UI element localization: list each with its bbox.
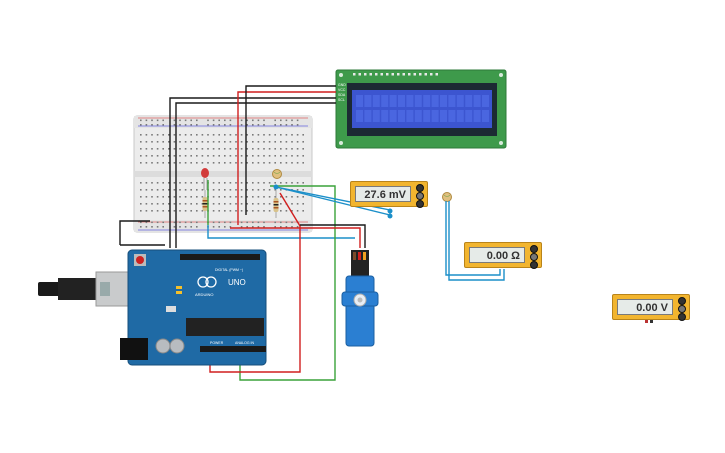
lcd-module[interactable]: GND VCC SDA SCL [335,69,507,149]
servo-motor[interactable] [341,250,379,347]
lcd-pin-vcc: VCC [338,88,346,92]
meter-knob-icon [530,261,538,269]
lcd-wires[interactable] [169,85,336,248]
voltmeter-2[interactable]: 0.00 V [612,294,690,321]
voltmeter-1-display: 27.6 mV [355,186,411,202]
voltmeter-2-display: 0.00 V [617,299,673,315]
meter-knob-icon [530,245,538,253]
arduino-uno[interactable]: UNO ARDUINO DIGITAL (PWM ~) POWER ANALOG… [38,249,267,366]
meter-knob-icon [416,192,424,200]
resistor-photoresistor[interactable] [273,190,279,218]
breadboard-holes [140,119,304,228]
resistor-led[interactable] [202,190,208,218]
lcd-character-cells [356,95,489,122]
ohmmeter-display: 0.00 Ω [469,247,525,263]
led-red[interactable] [201,168,209,190]
voltmeter-2-probes[interactable] [645,319,653,323]
ohmmeter[interactable]: 0.00 Ω [464,242,542,269]
ohmmeter-wires[interactable] [445,201,505,281]
lcd-pin-scl: SCL [338,98,345,102]
meter-knob-icon [416,184,424,192]
meter-knob-icon [678,305,686,313]
photoresistor-breadboard[interactable] [272,169,282,179]
breadboard[interactable] [133,115,313,233]
meter-knob-icon [530,253,538,261]
voltmeter-1-probes[interactable] [387,208,393,219]
arduino-power-label: POWER [210,341,224,345]
photoresistor-standalone[interactable] [442,192,452,202]
lcd-header-pins [353,73,438,76]
meter-knob-icon [678,297,686,305]
lcd-pin-sda: SDA [338,93,346,97]
voltmeter-1[interactable]: 27.6 mV [350,181,428,208]
lcd-pin-labels: GND VCC SDA SCL [338,83,346,102]
arduino-digital-label: DIGITAL (PWM ~) [215,268,243,272]
arduino-analog-label: ANALOG IN [235,341,255,345]
meter-knob-icon [416,200,424,208]
arduino-brand-label: ARDUINO [195,292,213,297]
lcd-pin-gnd: GND [338,83,346,87]
breadboard-wires[interactable] [119,180,391,381]
arduino-model-label: UNO [228,278,246,287]
meter-knob-icon [678,313,686,321]
